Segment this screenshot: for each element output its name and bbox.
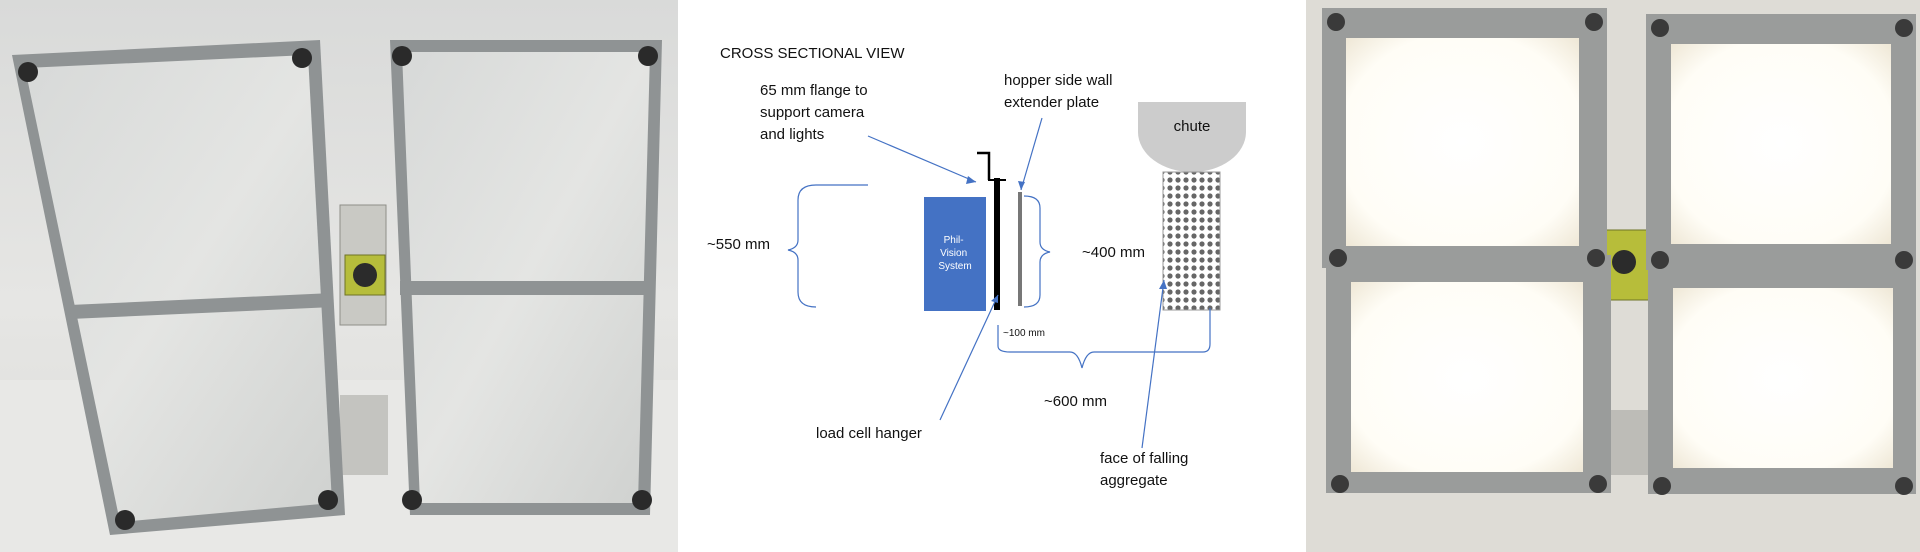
load-cell-hanger-bar xyxy=(994,178,1000,310)
unlit-panels-illustration xyxy=(0,40,678,552)
chute-label: chute xyxy=(1174,118,1211,135)
lit-light-panels-photo xyxy=(1306,0,1920,552)
hanger-leader xyxy=(939,294,999,421)
flange-bracket xyxy=(977,151,991,180)
right-panel-frame xyxy=(390,40,662,515)
dim-550-label: ~550 mm xyxy=(707,236,770,253)
brace-550 xyxy=(787,184,817,308)
falling-aggregate xyxy=(1162,171,1221,311)
dim-100-label: ~100 mm xyxy=(1003,328,1045,339)
lit-panel-faces xyxy=(1346,38,1893,472)
flange-leader xyxy=(867,135,977,183)
phil-vision-system-label: Phil- Vision System xyxy=(938,235,971,272)
load-cell-hanger-label: load cell hanger xyxy=(816,425,922,442)
brace-600 xyxy=(997,308,1211,369)
brace-400 xyxy=(1023,195,1051,308)
extender-leader xyxy=(1020,117,1043,191)
extender-plate-label: hopper side wall extender plate xyxy=(1004,72,1117,111)
falling-aggregate-label: face of falling aggregate xyxy=(1100,450,1193,489)
cross-section-diagram: CROSS SECTIONAL VIEW 65 mm flange to sup… xyxy=(678,0,1306,552)
flange-label: 65 mm flange to support camera and light… xyxy=(760,82,872,143)
dim-400-label: ~400 mm xyxy=(1082,244,1145,261)
lit-panels-illustration xyxy=(1306,0,1920,552)
diagram-canvas: CROSS SECTIONAL VIEW 65 mm flange to sup… xyxy=(707,45,1246,489)
unlit-light-panels-photo xyxy=(0,0,678,552)
extender-plate xyxy=(1018,192,1022,306)
diagram-title: CROSS SECTIONAL VIEW xyxy=(720,45,905,62)
phil-vision-system-box xyxy=(924,197,986,311)
aggregate-leader xyxy=(1141,279,1165,449)
left-panel-frame xyxy=(12,40,345,535)
chute-shape xyxy=(1138,102,1246,172)
dim-600-label: ~600 mm xyxy=(1044,393,1107,410)
